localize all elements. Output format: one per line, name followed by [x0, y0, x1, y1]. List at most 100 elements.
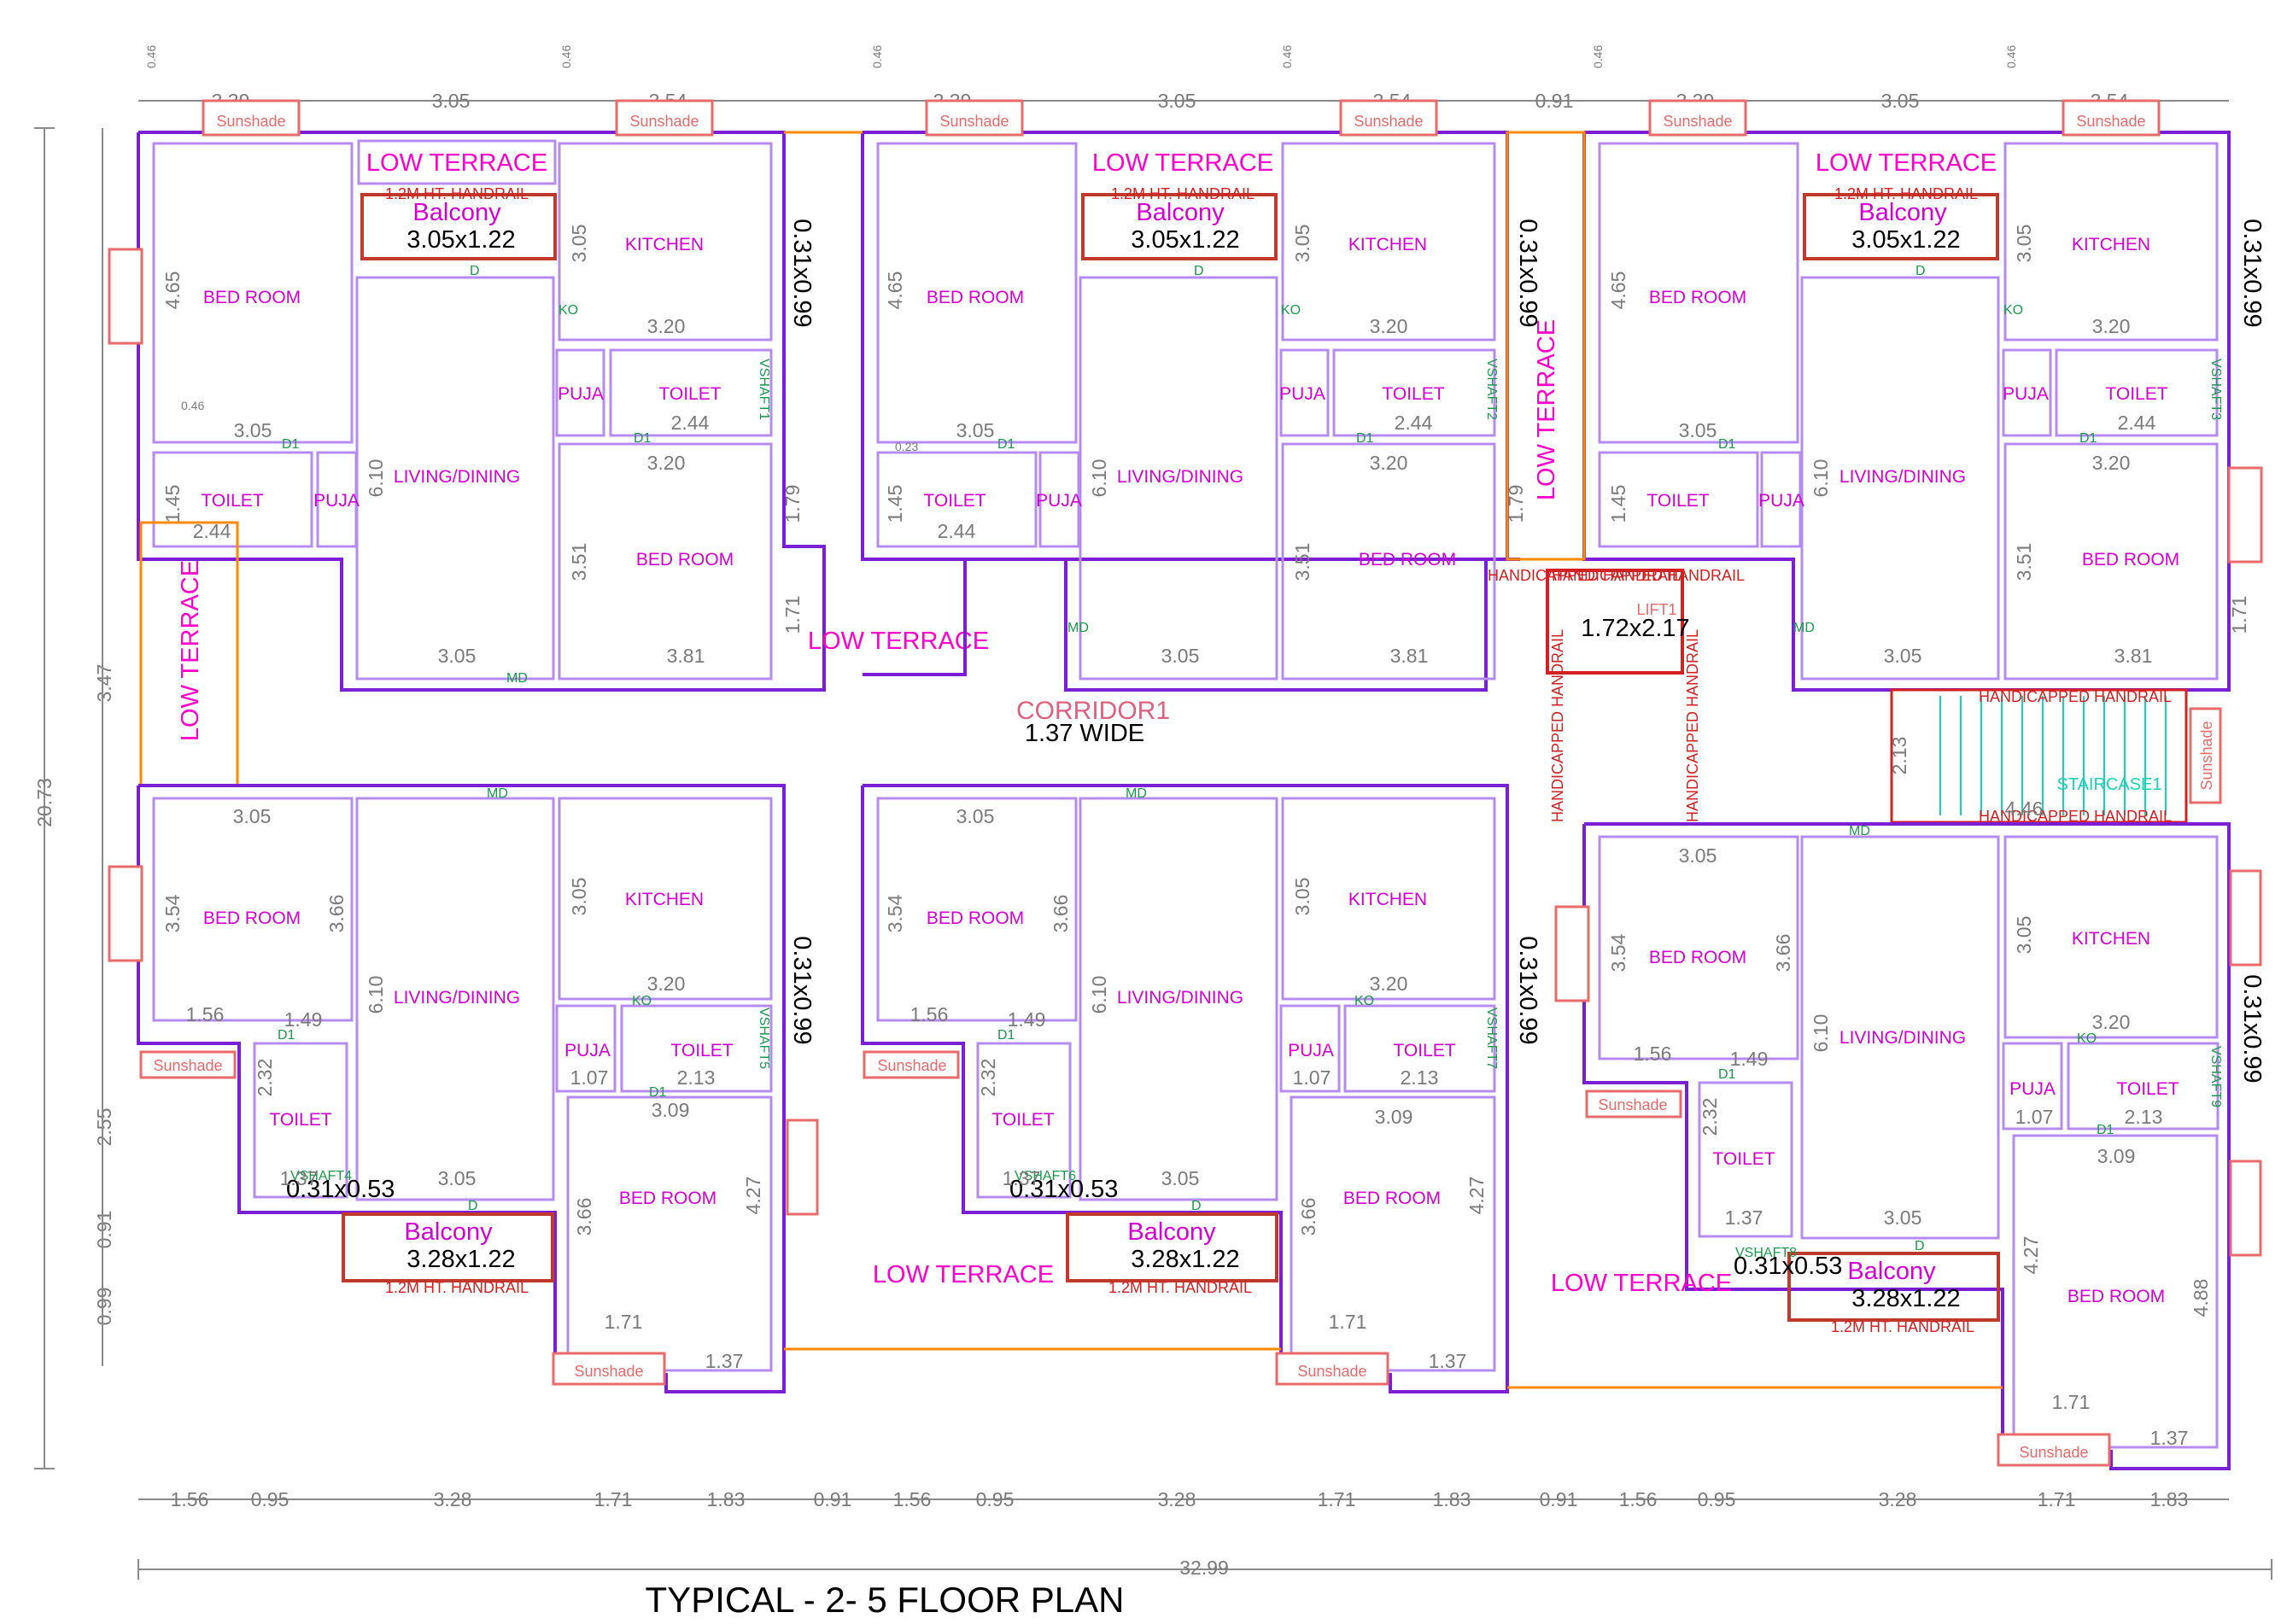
living-dining-label: LIVING/DINING	[1117, 988, 1243, 1008]
flat-top-3: Sunshade Sunshade LOW TERRACE 1.2M HT. H…	[1582, 99, 2266, 692]
dim: 3.05	[1161, 1167, 1200, 1189]
bottom-dim: 1.83	[1433, 1488, 1471, 1510]
flat-top-1: Sunshade Sunshade LOW TERRACE 1.2M HT. H…	[108, 99, 989, 692]
bottom-dim: 1.56	[171, 1488, 209, 1510]
top-dim-046: 0.46	[559, 45, 573, 68]
dim: 3.20	[1370, 315, 1408, 337]
door-mark: D	[1915, 264, 1926, 278]
handrail-label: 1.2M HT. HANDRAIL	[1108, 1279, 1252, 1296]
dim: 3.05	[956, 419, 995, 441]
balcony-label: Balcony	[1847, 1258, 1936, 1285]
kitchen-label: KITCHEN	[625, 235, 704, 254]
service-core: LOW TERRACE LOW TERRACE HANDICAPPED HAND…	[139, 131, 2222, 825]
bottom-dim: 0.91	[814, 1488, 852, 1510]
dim: 3.05	[2013, 225, 2035, 263]
stair-dim: 2.13	[1888, 737, 1910, 775]
dim: 0.46	[181, 399, 204, 412]
door-mark: KO	[559, 303, 578, 318]
bottom-dim: 1.71	[1318, 1488, 1356, 1510]
bottom-dim: 3.28	[1158, 1488, 1196, 1510]
toilet-label: TOILET	[923, 491, 986, 511]
stair-treads	[1939, 696, 2167, 815]
shaft-size: 0.31x0.53	[1734, 1253, 1842, 1280]
living-dining-label: LIVING/DINING	[394, 467, 520, 487]
corridor-width: 1.37 WIDE	[1025, 720, 1144, 747]
top-dim: 3.05	[1881, 90, 1920, 112]
sunshade-label: Sunshade	[1598, 1096, 1667, 1113]
top-dim: 0.91	[1535, 90, 1574, 112]
door-mark: D1	[278, 1028, 295, 1043]
hc-handrail-label: HANDICAPPED HANDRAIL	[1684, 629, 1701, 822]
vshaft-label: VSHAFT7	[1484, 1008, 1499, 1069]
toilet-label: TOILET	[1712, 1149, 1775, 1169]
dim: 3.05	[1679, 419, 1717, 441]
hc-handrail-label: HANDICAPPED HANDRAIL	[1549, 629, 1566, 822]
door-mark: D	[470, 264, 480, 278]
flat-bottom-2: Sunshade Sunshade BED ROOM KITCHEN LIVIN…	[861, 784, 1541, 1393]
sunshade-label: Sunshade	[2019, 1444, 2088, 1461]
dim: 2.32	[1699, 1098, 1721, 1136]
door-mark: D1	[1718, 1067, 1736, 1082]
door-mark: D	[1194, 264, 1204, 278]
dim: 3.81	[667, 645, 705, 667]
vshaft-label: VSHAFT5	[757, 1008, 771, 1069]
dim: 0.23	[895, 440, 918, 453]
bottom-dim: 1.56	[893, 1488, 932, 1510]
hc-handrail-label: HANDICAPPED HANDRAIL	[1979, 808, 2172, 825]
dim: 1.37	[280, 1167, 319, 1189]
dim: 3.20	[2092, 452, 2131, 474]
dim: 1.37	[2150, 1427, 2189, 1449]
shaft-size: 0.31x0.99	[1514, 936, 1541, 1044]
vshaft-label: VSHAFT6	[1015, 1169, 1076, 1183]
bedroom-label: BED ROOM	[1649, 948, 1746, 967]
dim: 1.49	[1730, 1048, 1769, 1070]
toilet-label: TOILET	[658, 384, 721, 404]
puja-label: PUJA	[1288, 1041, 1334, 1060]
dim: 1.71	[1329, 1311, 1367, 1333]
dim: 2.44	[671, 412, 710, 434]
puja-label: PUJA	[1758, 491, 1804, 511]
dim: 3.54	[1607, 933, 1629, 972]
door-mark: KO	[632, 994, 652, 1008]
dim: 3.09	[652, 1099, 690, 1121]
flat-bottom-3: Sunshade Sunshade BED ROOM KITCHEN LIVIN…	[1551, 822, 2266, 1470]
bedroom-label: BED ROOM	[2082, 550, 2179, 570]
sunshade-label: Sunshade	[629, 113, 699, 130]
dim: 4.65	[1607, 272, 1629, 310]
balcony-label: Balcony	[1858, 199, 1947, 226]
dim: 3.09	[1375, 1106, 1413, 1128]
dim: 3.51	[1291, 543, 1313, 581]
dim: 4.27	[2020, 1236, 2042, 1275]
dim: 3.54	[161, 894, 184, 932]
door-mark: MD	[1793, 621, 1815, 635]
toilet-label: TOILET	[2105, 384, 2167, 404]
bottom-dim: 1.56	[1619, 1488, 1658, 1510]
shaft-size: 0.31x0.99	[1514, 219, 1541, 327]
dim: 3.20	[647, 973, 686, 995]
dim: 3.05	[1884, 1206, 1922, 1229]
dim: 3.20	[647, 452, 686, 474]
hc-handrail-label: HANDICAPPED HANDRAIL	[1488, 567, 1681, 584]
dim: 1.37	[705, 1350, 744, 1372]
dim: 3.20	[1370, 973, 1408, 995]
balcony-size: 3.28x1.22	[406, 1246, 515, 1273]
bedroom-label: BED ROOM	[927, 288, 1024, 307]
dim: 2.32	[254, 1059, 276, 1097]
puja-label: PUJA	[564, 1041, 611, 1060]
dim: 3.66	[573, 1198, 595, 1236]
dim: 1.49	[1008, 1008, 1046, 1031]
kitchen-label: KITCHEN	[2072, 929, 2150, 949]
vshaft-label: VSHAFT1	[757, 359, 771, 420]
plan-title: TYPICAL - 2- 5 FLOOR PLAN	[646, 1580, 1125, 1620]
bedroom-label: BED ROOM	[203, 288, 301, 307]
dim: 2.13	[2125, 1106, 2163, 1128]
balcony-size: 3.28x1.22	[1851, 1285, 1960, 1312]
left-dim-255: 2.55	[93, 1108, 115, 1147]
door-mark: KO	[2003, 303, 2023, 318]
lift-size: 1.72x2.17	[1581, 615, 1689, 642]
top-dim: 3.05	[432, 90, 471, 112]
dim: 3.05	[234, 419, 272, 441]
dim: 3.05	[956, 805, 995, 827]
kitchen-label: KITCHEN	[2072, 235, 2150, 254]
door-mark: KO	[1354, 994, 1374, 1008]
